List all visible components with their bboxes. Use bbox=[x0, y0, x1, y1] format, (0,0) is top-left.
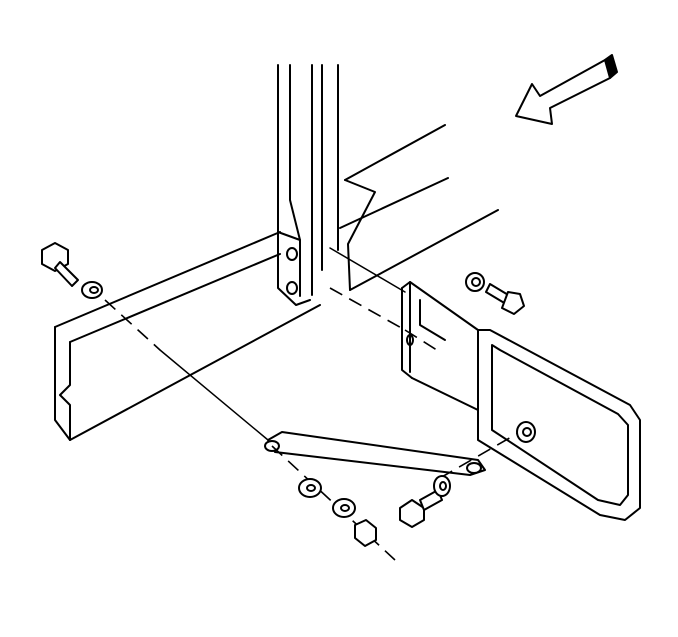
bolt-strap-lower bbox=[298, 478, 377, 547]
bolt-bracket bbox=[465, 272, 525, 315]
bolt-lower-right bbox=[399, 475, 451, 528]
mounting-bracket bbox=[401, 281, 641, 521]
washer-bracket-lower bbox=[516, 421, 536, 443]
bolt-upper-left bbox=[41, 242, 103, 299]
direction-arrow-icon bbox=[515, 54, 618, 125]
support-strap bbox=[264, 431, 486, 476]
frame-rail bbox=[54, 124, 499, 441]
vertical-post bbox=[277, 64, 339, 306]
